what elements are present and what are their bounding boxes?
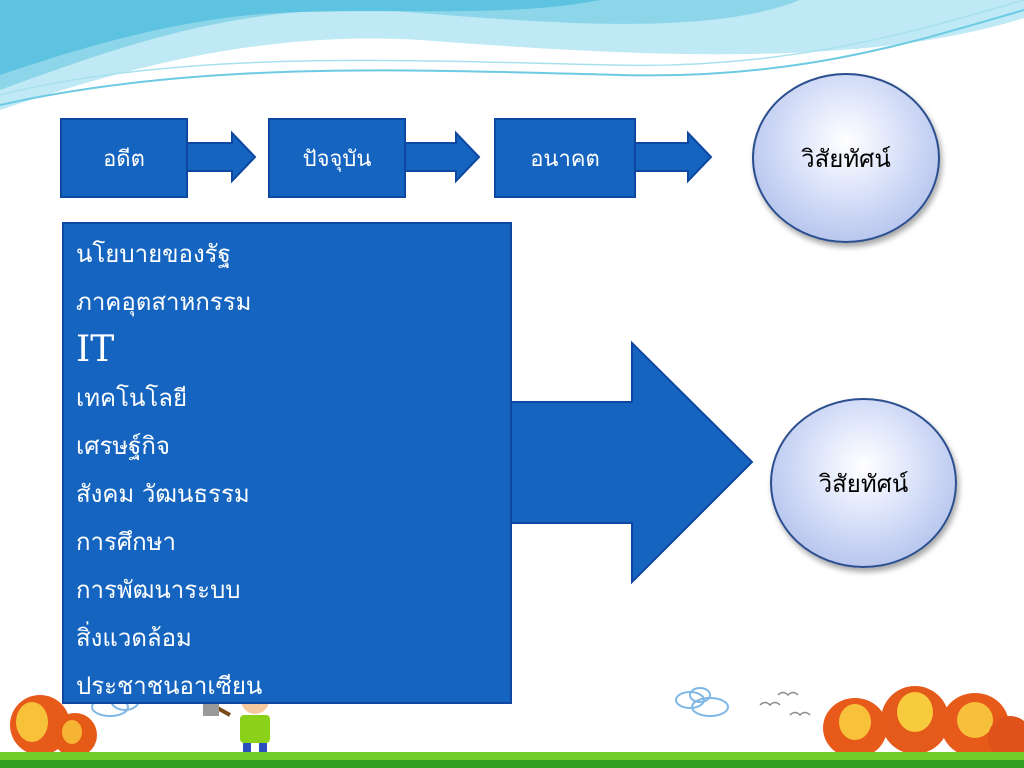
factor-item: สิ่งแวดล้อม [76,624,192,652]
present-label: ปัจจุบัน [302,146,372,172]
vision-circle-bottom: วิสัยทัศน์ [770,398,957,568]
arrow-present-to-future [404,130,481,184]
top-wave-decoration [0,0,1024,110]
factor-item: IT [76,329,115,370]
factor-item: นโยบายของรัฐ [76,240,231,268]
bird-icon [759,691,811,717]
present-box: ปัจจุบัน [268,118,406,198]
factor-item: การศึกษา [76,528,176,556]
future-label: อนาคต [530,146,600,172]
factor-item: การพัฒนาระบบ [76,576,241,604]
right-bush-decoration [823,686,1024,760]
past-label: อดีต [103,146,145,172]
vision-bottom-label: วิสัยทัศน์ [818,469,909,498]
arrow-past-to-present [186,130,257,184]
factor-item: ภาคอุตสาหกรรม [76,288,252,316]
factor-item: เทคโนโลยี [76,384,188,412]
arrow-future-to-vision [634,130,713,184]
vision-circle-top: วิสัยทัศน์ [752,73,940,243]
future-box: อนาคต [494,118,636,198]
vision-top-label: วิสัยทัศน์ [801,144,891,173]
left-bush-decoration [10,695,97,757]
big-arrow-to-vision [509,340,754,585]
factor-item: สังคม วัฒนธรรม [76,480,250,508]
factor-list-box: นโยบายของรัฐ ภาคอุตสาหกรรม IT เทคโนโลยี … [62,222,512,704]
past-box: อดีต [60,118,188,198]
factor-item: เศรษฐ์กิจ [76,432,170,460]
factor-item: ประชาชนอาเซียน [76,672,263,700]
